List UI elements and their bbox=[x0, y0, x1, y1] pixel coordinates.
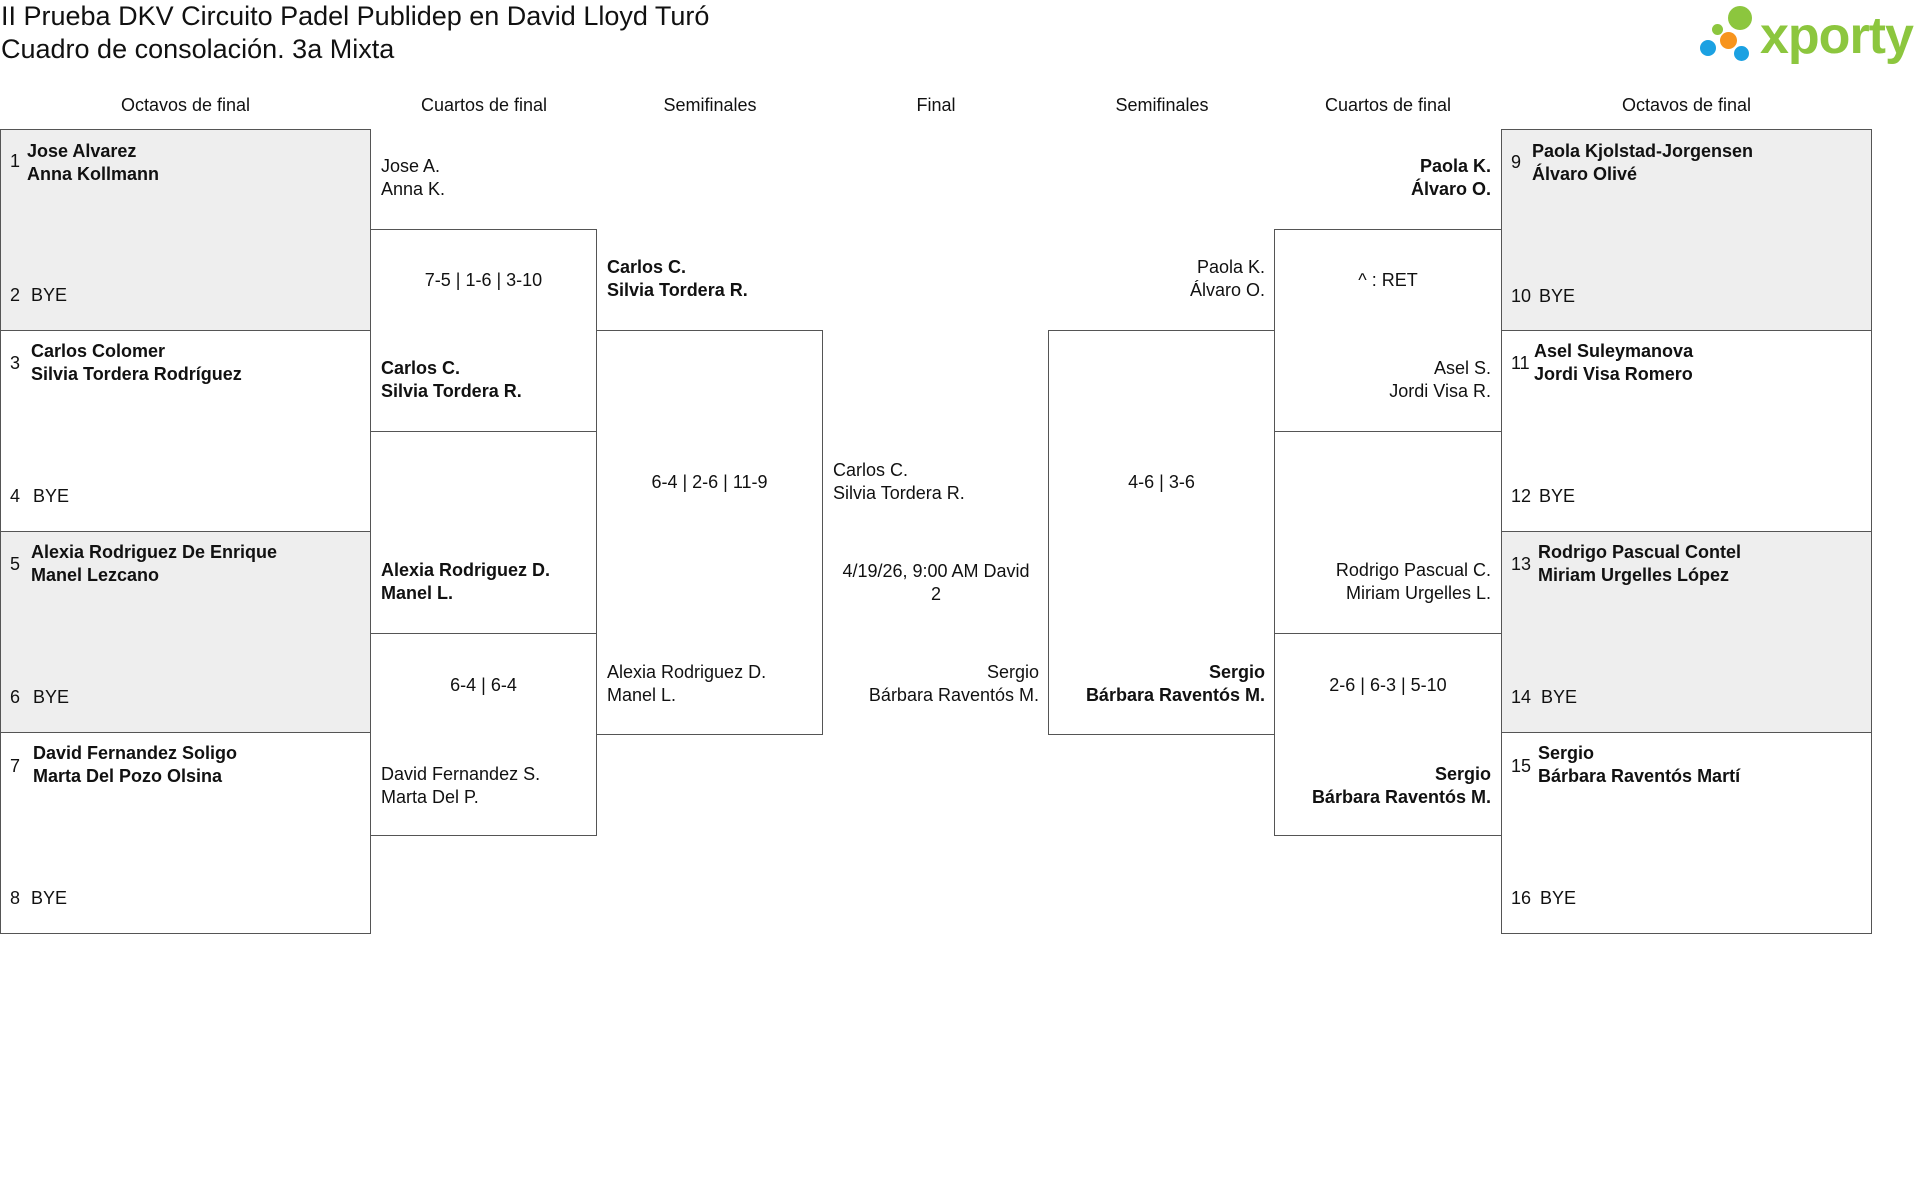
match-box-right-sf[interactable] bbox=[1048, 330, 1275, 735]
team-name[interactable]: Jordi Visa R. bbox=[1389, 381, 1491, 401]
match-box-left-r16-1[interactable] bbox=[0, 129, 371, 331]
bye-label: BYE bbox=[33, 486, 70, 506]
seed-number: 5 bbox=[10, 554, 21, 574]
round-header-final: Final bbox=[916, 95, 956, 115]
team-name[interactable]: Asel S. bbox=[1433, 358, 1491, 378]
seed-number: 4 bbox=[10, 486, 21, 506]
match-box-left-r16-3[interactable] bbox=[0, 531, 371, 733]
seed-number: 14 bbox=[1511, 687, 1532, 707]
team-name[interactable]: Anna K. bbox=[381, 179, 446, 199]
team-name[interactable]: Silvia Tordera R. bbox=[607, 280, 748, 300]
team-name[interactable]: Alexia Rodriguez D. bbox=[381, 560, 551, 580]
round-header-left-r16: Octavos de final bbox=[120, 95, 251, 115]
xporty-logo-text: xporty bbox=[1760, 7, 1914, 65]
player-name[interactable]: Bárbara Raventós Martí bbox=[1538, 766, 1741, 786]
seed-number: 15 bbox=[1511, 756, 1532, 776]
player-name[interactable]: Marta Del Pozo Olsina bbox=[33, 766, 223, 786]
draw-subtitle: Cuadro de consolación. 3a Mixta bbox=[1, 34, 395, 64]
match-score: ^ : RET bbox=[1358, 270, 1418, 290]
player-name[interactable]: Paola Kjolstad-Jorgensen bbox=[1532, 141, 1754, 161]
team-name[interactable]: Miriam Urgelles L. bbox=[1345, 583, 1491, 603]
player-name[interactable]: Sergio bbox=[1538, 743, 1595, 763]
round-header-left-sf: Semifinales bbox=[663, 95, 757, 115]
round-header-right-qf: Cuartos de final bbox=[1324, 95, 1452, 115]
match-score: 6-4 | 2-6 | 11-9 bbox=[651, 472, 768, 492]
player-name[interactable]: Asel Suleymanova bbox=[1534, 341, 1694, 361]
player-name[interactable]: Silvia Tordera Rodríguez bbox=[31, 364, 242, 384]
seed-number: 11 bbox=[1511, 353, 1530, 373]
final-team-left[interactable]: Carlos C. bbox=[833, 460, 909, 480]
seed-number: 10 bbox=[1511, 286, 1532, 306]
round-header-right-sf: Semifinales bbox=[1115, 95, 1209, 115]
player-name[interactable]: Jordi Visa Romero bbox=[1534, 364, 1693, 384]
team-name[interactable]: Alexia Rodriguez D. bbox=[607, 662, 767, 682]
seed-number: 1 bbox=[10, 151, 21, 171]
final-team-right[interactable]: Bárbara Raventós M. bbox=[868, 685, 1039, 705]
player-name[interactable]: Anna Kollmann bbox=[27, 164, 160, 184]
player-name[interactable]: Jose Alvarez bbox=[27, 141, 137, 161]
match-score: 2-6 | 6-3 | 5-10 bbox=[1329, 675, 1447, 695]
player-name[interactable]: Carlos Colomer bbox=[31, 341, 166, 361]
player-name[interactable]: Rodrigo Pascual Contel bbox=[1538, 542, 1742, 562]
team-name[interactable]: Marta Del P. bbox=[381, 787, 479, 807]
team-name[interactable]: Sergio bbox=[1208, 662, 1265, 682]
tournament-title: II Prueba DKV Circuito Padel Publidep en… bbox=[1, 1, 710, 31]
round-header-right-r16: Octavos de final bbox=[1621, 95, 1752, 115]
seed-number: 3 bbox=[10, 353, 21, 373]
match-box-right-r16-4[interactable] bbox=[1501, 732, 1872, 934]
player-name[interactable]: Miriam Urgelles López bbox=[1538, 565, 1730, 585]
round-header-left-qf: Cuartos de final bbox=[420, 95, 548, 115]
team-name[interactable]: Jose A. bbox=[381, 156, 441, 176]
team-name[interactable]: Sergio bbox=[1434, 764, 1491, 784]
player-name[interactable]: Álvaro Olivé bbox=[1532, 164, 1638, 184]
seed-number: 2 bbox=[10, 285, 21, 305]
seed-number: 7 bbox=[10, 756, 21, 776]
match-score: 7-5 | 1-6 | 3-10 bbox=[424, 270, 543, 290]
team-name[interactable]: Paola K. bbox=[1419, 156, 1491, 176]
team-name[interactable]: Carlos C. bbox=[381, 358, 461, 378]
seed-number: 16 bbox=[1511, 888, 1532, 908]
team-name[interactable]: Carlos C. bbox=[607, 257, 687, 277]
final-court: 2 bbox=[930, 584, 941, 604]
seed-number: 12 bbox=[1511, 486, 1532, 506]
bye-label: BYE bbox=[31, 285, 68, 305]
final-team-left[interactable]: Silvia Tordera R. bbox=[833, 483, 965, 503]
match-box-right-r16-1[interactable] bbox=[1501, 129, 1872, 331]
player-name[interactable]: Manel Lezcano bbox=[31, 565, 160, 585]
bye-label: BYE bbox=[1541, 687, 1578, 707]
seed-number: 8 bbox=[10, 888, 21, 908]
team-name[interactable]: Manel L. bbox=[381, 583, 454, 603]
team-name[interactable]: Rodrigo Pascual C. bbox=[1335, 560, 1491, 580]
bye-label: BYE bbox=[1539, 486, 1576, 506]
match-score: 6-4 | 6-4 bbox=[450, 675, 517, 695]
team-name[interactable]: Álvaro O. bbox=[1189, 280, 1265, 300]
team-name[interactable]: Paola K. bbox=[1196, 257, 1265, 277]
seed-number: 9 bbox=[1511, 152, 1522, 172]
bye-label: BYE bbox=[31, 888, 68, 908]
team-name[interactable]: David Fernandez S. bbox=[381, 764, 541, 784]
bye-label: BYE bbox=[1539, 286, 1576, 306]
player-name[interactable]: David Fernandez Soligo bbox=[33, 743, 238, 763]
bye-label: BYE bbox=[1540, 888, 1577, 908]
team-name[interactable]: Álvaro O. bbox=[1410, 179, 1491, 199]
match-score: 4-6 | 3-6 bbox=[1128, 472, 1195, 492]
player-name[interactable]: Alexia Rodriguez De Enrique bbox=[31, 542, 278, 562]
final-schedule: 4/19/26, 9:00 AM David bbox=[842, 561, 1030, 581]
team-name[interactable]: Silvia Tordera R. bbox=[381, 381, 522, 401]
seed-number: 6 bbox=[10, 687, 21, 707]
match-box-left-sf[interactable] bbox=[596, 330, 823, 735]
xporty-logo-icon[interactable]: xporty bbox=[1694, 4, 1920, 68]
team-name[interactable]: Manel L. bbox=[607, 685, 677, 705]
bye-label: BYE bbox=[33, 687, 70, 707]
team-name[interactable]: Bárbara Raventós M. bbox=[1311, 787, 1491, 807]
seed-number: 13 bbox=[1511, 554, 1532, 574]
final-team-right[interactable]: Sergio bbox=[986, 662, 1039, 682]
team-name[interactable]: Bárbara Raventós M. bbox=[1085, 685, 1265, 705]
